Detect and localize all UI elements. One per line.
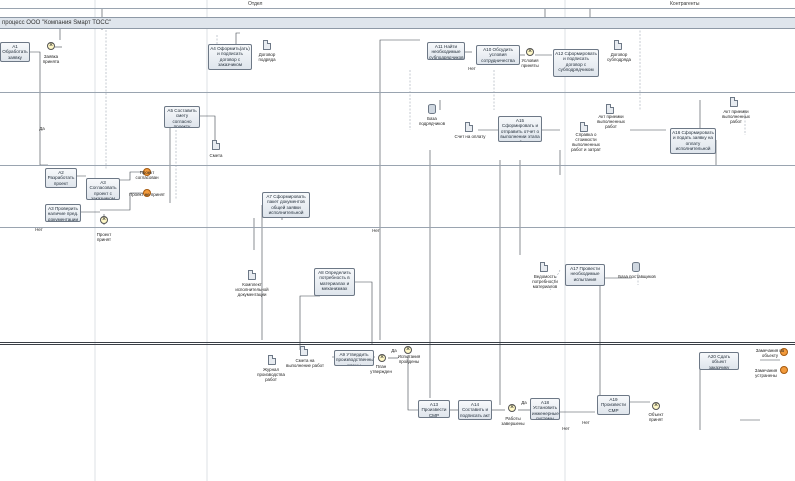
gateway-x-icon: ×: [508, 404, 516, 412]
lane-divider: [0, 344, 795, 345]
document-icon: [614, 40, 622, 50]
document-icon: [248, 270, 256, 280]
process-header: процесс ООО "Компания Sмарт ТОСС": [0, 17, 795, 29]
task-a20[interactable]: А20 Сдать объект заказчику: [699, 352, 739, 370]
task-a19[interactable]: А19 Произвести СМР: [597, 395, 630, 415]
lane-divider: [0, 92, 795, 93]
doc-label-work-log: Журнал производства работ: [257, 367, 285, 382]
database-icon: [632, 262, 640, 272]
doc-label-contract: Договор подряда: [258, 52, 276, 62]
task-a17[interactable]: А17 Провести необходимые испытания: [565, 264, 605, 286]
gateway-x-icon: ×: [404, 346, 412, 354]
flow-label-no: Нет: [35, 227, 43, 232]
document-icon: [212, 140, 220, 150]
task-a11[interactable]: А11 Найти необходимые субподрядчиков: [427, 42, 465, 60]
doc-label-exec-docs: Комплект исполнительной документации: [235, 282, 269, 297]
document-icon: [580, 122, 588, 132]
database-icon: [428, 104, 436, 114]
gateway-x-icon: ×: [378, 354, 386, 362]
task-a9[interactable]: А9 Утвердить производственные планы: [334, 350, 374, 366]
flow-label-yes: Да: [391, 348, 397, 353]
doc-label-work-estimate: Смета на выполнение работ: [286, 358, 324, 368]
gateway-label: Объект принят: [648, 412, 664, 422]
document-icon: [465, 122, 473, 132]
flow-label-no: Нет: [372, 228, 380, 233]
store-label-suppliers: База поставщиков: [618, 274, 656, 279]
lane-divider: [0, 342, 795, 343]
lane-divider: [0, 165, 795, 166]
task-a18[interactable]: А18 Установить инженерные системы: [530, 398, 560, 420]
task-a3b[interactable]: А3 Проверить наличие пред. документации: [45, 204, 81, 222]
document-icon: [540, 262, 548, 272]
doc-label-cost-statement: Справка о стоимости выполненных работ и …: [571, 132, 601, 152]
event-label: Замечания устранены: [754, 368, 778, 378]
task-a5[interactable]: А5 Составить смету согласно проекту: [164, 106, 200, 128]
task-a10[interactable]: А10 Обсудить условия сотрудничества: [476, 45, 520, 65]
doc-label-acceptance: Акт приемки выполненных работ: [597, 114, 625, 129]
flow-label-no: Нет: [468, 66, 476, 71]
event-label: Замечания по объекту: [755, 348, 785, 358]
doc-label-invoice: Счет на оплату: [454, 134, 486, 139]
doc-label-estimate: Смета: [209, 153, 223, 158]
gateway-label: План утвержден: [370, 364, 392, 374]
lane-divider: [0, 8, 795, 9]
gateway-label: Работы завершены: [501, 416, 525, 426]
column-label-contractors: Контрагенты: [670, 1, 700, 7]
event-circle-icon: [780, 348, 788, 356]
task-a13[interactable]: А13 Произвести СМР: [418, 400, 450, 418]
flow-label-yes: Да: [39, 126, 45, 131]
task-a14[interactable]: А14 Составить и подписать акт выполненны…: [458, 400, 492, 420]
event-circle-icon: [780, 366, 788, 374]
gateway-x-icon: ×: [652, 402, 660, 410]
task-a7[interactable]: А7 Сформировать пакет документов общей з…: [262, 192, 310, 218]
task-a8[interactable]: А8 Определить потребность в материалах и…: [314, 268, 355, 296]
gateway-x-icon: ×: [526, 48, 534, 56]
task-a1[interactable]: А1 Обработать заявку клиента: [0, 42, 30, 62]
event-circle-icon: [143, 168, 151, 176]
document-icon: [300, 346, 308, 356]
flow-label-no: Нет: [562, 426, 570, 431]
task-a16[interactable]: А16 Сформировать и подать заявку на опла…: [670, 128, 716, 154]
document-icon: [730, 97, 738, 107]
task-a2[interactable]: А2 Разработать проект решения: [45, 168, 77, 188]
flow-label-no: Нет: [582, 420, 590, 425]
gateway-label: Условия приняты: [521, 58, 539, 68]
store-label-contractors: База подрядчиков: [418, 116, 446, 126]
task-a3[interactable]: А3 Согласовать проект с заказчиком: [86, 178, 120, 200]
document-icon: [268, 355, 276, 365]
gateway-label: Проект принят: [96, 232, 112, 242]
lane-divider: [0, 227, 795, 228]
task-a15[interactable]: А15 Сформировать и отправить отчет о вып…: [498, 116, 542, 142]
task-a12[interactable]: А12 Сформировать и подписать договор с с…: [553, 49, 599, 77]
event-circle-icon: [143, 189, 151, 197]
doc-label-acceptance-2: Акт приемки выполненных работ: [722, 109, 750, 124]
doc-label-subcontract: Договор субподряда: [606, 52, 631, 62]
event-label: Проект согласован: [135, 170, 159, 180]
process-title: процесс ООО "Компания Sмарт ТОСС": [2, 20, 112, 26]
task-a4[interactable]: А4 Оформить(ать) и подписать договор с з…: [208, 44, 252, 70]
gateway-x-icon: ×: [100, 216, 108, 224]
flow-label-yes: Да: [521, 400, 527, 405]
gateway-label: Заявка принята: [42, 54, 60, 64]
gateway-x-icon: ×: [47, 42, 55, 50]
column-label-dept: Отдел: [248, 1, 263, 7]
gateway-label: Испытания пройдены: [397, 354, 421, 364]
document-icon: [263, 40, 271, 50]
doc-label-materials: Ведомость потребности материалов: [532, 274, 558, 289]
event-label: Проект не принят: [129, 192, 165, 197]
document-icon: [606, 104, 614, 114]
